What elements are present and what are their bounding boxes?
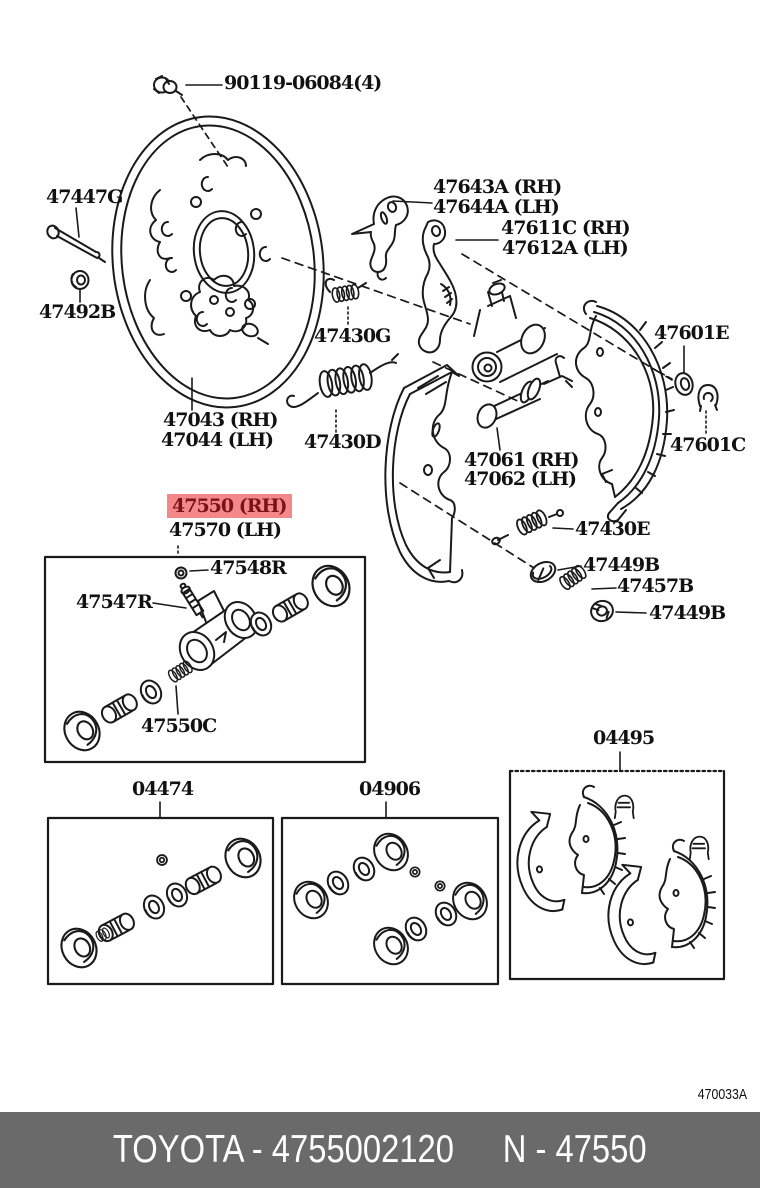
- kit-label-04495[interactable]: 04495: [593, 727, 655, 749]
- part-label-47601e[interactable]: 47601E: [654, 322, 730, 344]
- part-label-47601c[interactable]: 47601C: [670, 434, 746, 456]
- shoe-lever-icon: [351, 195, 409, 281]
- diagram-line-art: [43, 75, 726, 986]
- part-label-47547r[interactable]: 47547R: [76, 591, 153, 613]
- part-label-47044-lh[interactable]: 47044 (LH): [161, 429, 274, 451]
- part-label-47611c-rh[interactable]: 47611C (RH): [501, 217, 631, 239]
- grommet-icon: [70, 270, 90, 290]
- kit-box-04906: [280, 816, 500, 986]
- part-label-47643a-rh[interactable]: 47643A (RH): [433, 176, 562, 198]
- adjuster-strut-icon: [476, 355, 573, 429]
- kit-box-04474: [46, 816, 275, 986]
- part-label-47061-rh[interactable]: 47061 (RH): [464, 449, 579, 471]
- adjust-lever-icon: [417, 219, 458, 354]
- part-label-47449b-2[interactable]: 47449B: [649, 602, 726, 624]
- sheet-code: 470033A: [697, 1086, 747, 1103]
- part-label-47550c[interactable]: 47550C: [141, 715, 217, 737]
- kit-box-47550: [43, 555, 367, 764]
- bleeder-screw-icon: [179, 582, 205, 619]
- kit-label-04474[interactable]: 04474: [132, 778, 194, 800]
- spring-47430d-icon: [286, 353, 399, 408]
- kit-box-04495: [505, 769, 726, 981]
- part-label-47548r[interactable]: 47548R: [210, 557, 287, 579]
- part-label-47430e[interactable]: 47430E: [575, 518, 651, 540]
- part-label-47430d[interactable]: 47430D: [304, 431, 382, 453]
- brake-shoe-right-drawing: [575, 300, 675, 523]
- kit-cylinder-body: [178, 590, 259, 671]
- spring-47430g-icon: [324, 278, 367, 304]
- mounting-bolt-icon: [153, 75, 183, 96]
- part-label-47644a-lh[interactable]: 47644A (LH): [433, 196, 560, 218]
- part-label-47430g[interactable]: 47430G: [314, 325, 391, 347]
- footer-part-ref: N - 47550: [503, 1128, 647, 1171]
- clip-47601c-icon: [697, 384, 719, 412]
- wheel-cylinder-icon: [471, 279, 558, 383]
- part-label-47449b-1[interactable]: 47449B: [583, 554, 660, 576]
- part-label-47612a-lh[interactable]: 47612A (LH): [502, 237, 629, 259]
- washer-47601e-icon: [674, 372, 694, 396]
- construction-lines: [180, 96, 673, 569]
- spring-47430e-icon: [491, 507, 564, 546]
- part-label-47043-rh[interactable]: 47043 (RH): [163, 409, 278, 431]
- washer-47449b-1-icon: [529, 560, 557, 584]
- pin-icon: [46, 224, 106, 263]
- part-label-47570-lh[interactable]: 47570 (LH): [169, 519, 282, 541]
- part-label-47447g[interactable]: 47447G: [46, 186, 123, 208]
- kit-label-04906[interactable]: 04906: [359, 778, 421, 800]
- part-label-47550-rh-highlighted[interactable]: 47550 (RH): [167, 494, 293, 518]
- part-label-90119-06084[interactable]: 90119-06084(4): [224, 72, 382, 94]
- washer-47449b-2-icon: [590, 599, 614, 623]
- brake-shoe-center-drawing: [384, 364, 464, 584]
- leader-lines: [75, 84, 707, 818]
- footer-bar: TOYOTA - 4755002120 N - 47550: [0, 1112, 760, 1188]
- part-label-47457b[interactable]: 47457B: [617, 575, 694, 597]
- footer-brand-code: TOYOTA - 4755002120: [113, 1128, 455, 1171]
- part-label-47062-lh[interactable]: 47062 (LH): [464, 468, 577, 490]
- part-label-47492b[interactable]: 47492B: [39, 301, 116, 323]
- backing-plate-drawing: [111, 115, 325, 409]
